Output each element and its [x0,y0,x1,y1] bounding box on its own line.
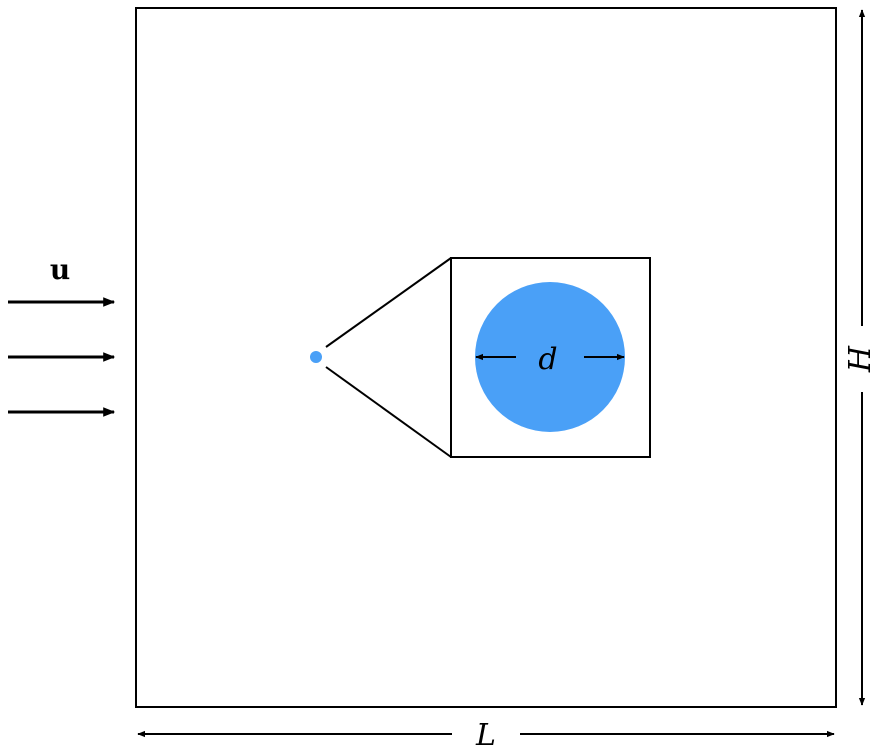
zoom-inset-box [450,257,651,458]
diameter-label: d [538,342,557,377]
velocity-label: u [50,253,70,286]
obstacle-circle-enlarged [475,282,625,432]
length-label: L [475,718,496,752]
domain-boundary [135,7,837,708]
obstacle-dot [310,351,322,363]
zoom-line-top [325,257,452,348]
zoom-line-bottom [325,366,452,458]
height-label: H [843,345,878,373]
